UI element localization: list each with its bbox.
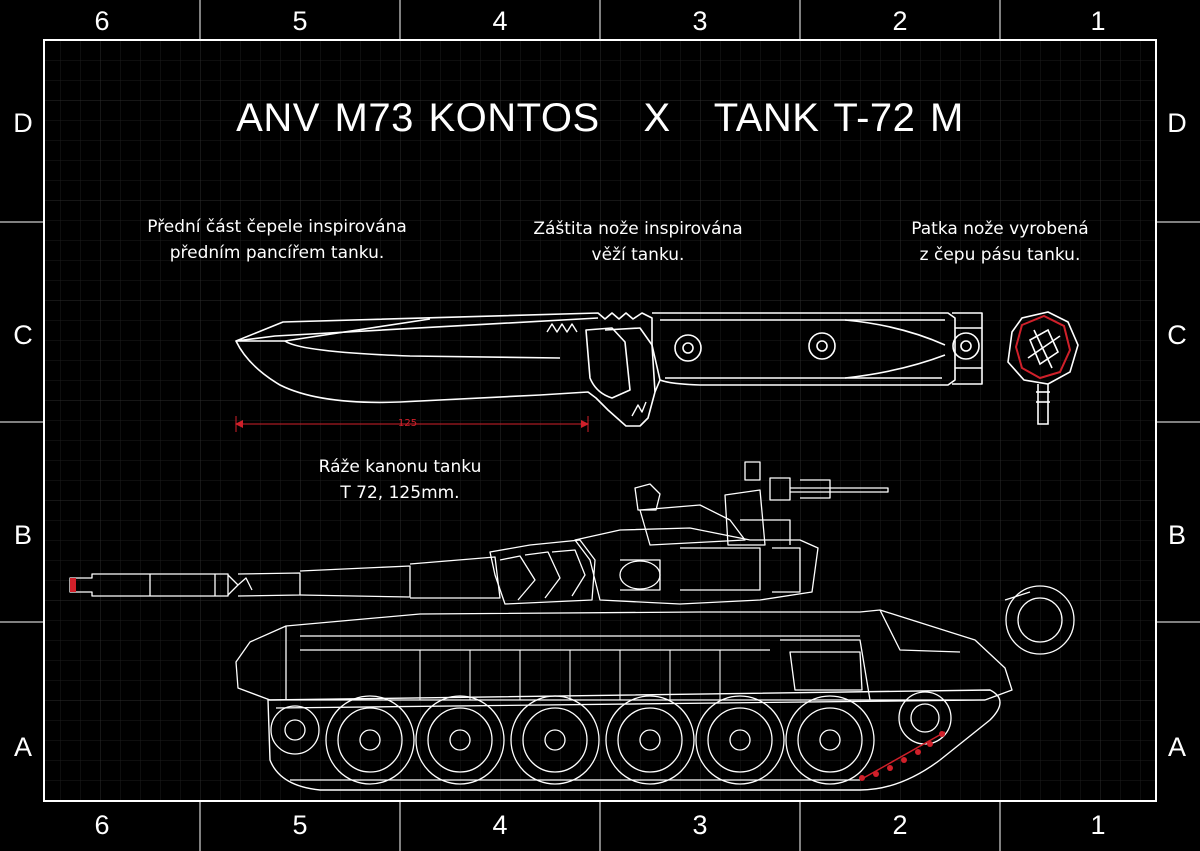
column-label-bottom-3: 3 <box>692 810 708 840</box>
pommel-end-view <box>1007 311 1079 425</box>
row-label-right-C: C <box>1167 320 1187 350</box>
note-blade-line-1: Přední část čepele inspirována <box>147 217 407 237</box>
sheet-title: ANV M73 KONTOS X TANK T-72 M <box>236 96 964 140</box>
column-label-top-2: 2 <box>892 6 908 36</box>
column-label-top-5: 5 <box>292 6 308 36</box>
column-label-top-1: 1 <box>1090 6 1106 36</box>
column-label-top-6: 6 <box>94 6 110 36</box>
tank-accents <box>70 578 946 781</box>
row-label-left-C: C <box>13 320 33 350</box>
note-blade: Přední část čepele inspirována předním p… <box>117 214 437 266</box>
column-label-bottom-6: 6 <box>94 810 110 840</box>
note-guard-line-1: Záštita nože inspirována <box>533 219 743 239</box>
note-guard-line-2: věží tanku. <box>591 245 685 265</box>
column-label-bottom-1: 1 <box>1090 810 1106 840</box>
note-caliber-line-2: T 72, 125mm. <box>340 483 460 503</box>
note-pommel: Patka nože vyrobená z čepu pásu tanku. <box>880 216 1120 268</box>
note-blade-line-2: předním pancířem tanku. <box>169 243 385 263</box>
column-label-top-4: 4 <box>492 6 508 36</box>
row-label-left-A: A <box>13 732 32 762</box>
note-pommel-line-1: Patka nože vyrobená <box>911 219 1089 239</box>
road-wheels <box>325 695 875 785</box>
column-label-bottom-5: 5 <box>292 810 308 840</box>
knife-drawing <box>235 312 983 427</box>
column-label-top-3: 3 <box>692 6 708 36</box>
row-label-left-B: B <box>13 520 32 550</box>
blade-dimension-line <box>235 416 589 432</box>
row-label-right-A: A <box>1167 732 1186 762</box>
note-guard: Záštita nože inspirována věží tanku. <box>498 216 778 268</box>
row-label-right-B: B <box>1167 520 1186 550</box>
note-caliber: Ráže kanonu tanku T 72, 125mm. <box>280 454 520 506</box>
row-label-left-D: D <box>13 108 33 138</box>
column-label-bottom-2: 2 <box>892 810 908 840</box>
blade-dimension-label: 125 <box>398 418 418 429</box>
column-label-bottom-4: 4 <box>492 810 508 840</box>
note-pommel-line-2: z čepu pásu tanku. <box>919 245 1081 265</box>
note-caliber-line-1: Ráže kanonu tanku <box>318 457 482 477</box>
row-label-right-D: D <box>1167 108 1187 138</box>
